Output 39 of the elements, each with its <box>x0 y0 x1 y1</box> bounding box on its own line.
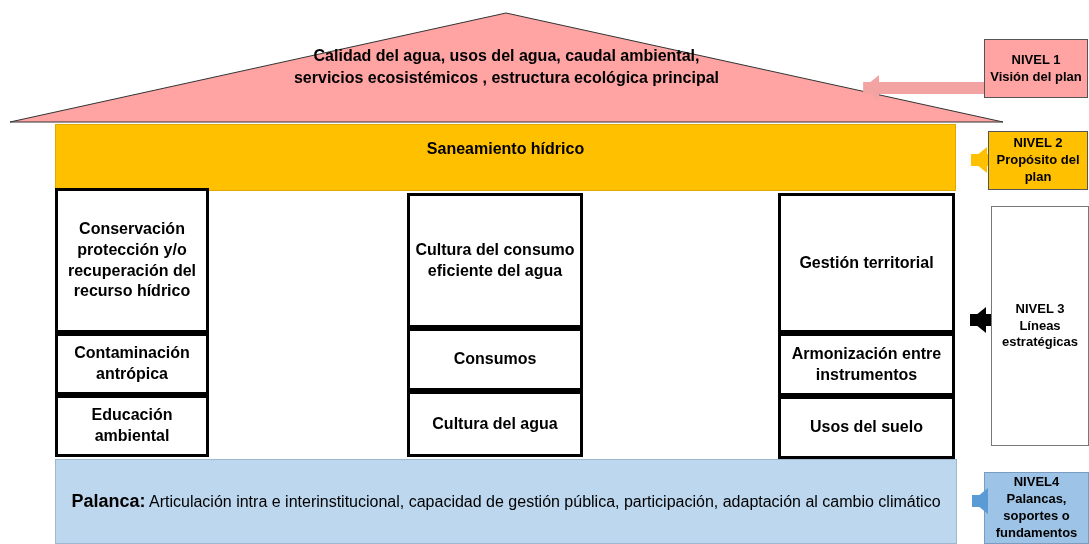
roof-text: Calidad del agua, usos del agua, caudal ambiental, servicios ecosistémicos , estructura ecológica principal <box>292 46 721 88</box>
level-box <box>988 131 1088 190</box>
pillar-box <box>55 188 209 333</box>
pillar-box <box>778 193 955 333</box>
node-title: Educación ambiental <box>90 405 174 446</box>
node-title: NIVEL 1 <box>1011 51 1061 69</box>
arrow <box>972 488 988 514</box>
node-title: Cultura del agua <box>432 413 558 434</box>
node-title: Gestión territorial <box>799 252 934 273</box>
pillar-box <box>778 333 955 396</box>
node-subtitle: Palancas, soportes o fundamentos <box>994 491 1079 542</box>
node-subtitle: Líneas estratégicas <box>1001 317 1079 352</box>
pillar-box <box>407 391 583 457</box>
node-title: Armonización entre instrumentos <box>790 343 943 385</box>
node-subtitle: Propósito del plan <box>995 152 1081 186</box>
level-box <box>984 39 1088 98</box>
pillar-box <box>407 193 583 328</box>
pillar-box <box>55 333 209 395</box>
node-title: Usos del suelo <box>810 417 923 438</box>
pillar-box <box>778 396 955 459</box>
node-title: NIVEL 2 <box>1013 135 1063 153</box>
pillar-box <box>407 328 583 391</box>
node-title: Consumos <box>453 349 537 370</box>
beam-box <box>55 124 956 191</box>
node-subtitle: Visión del plan <box>990 68 1082 86</box>
foundation-text: Palanca: Articulación intra e interinstitucional, capacidad de gestión pública, participación, adaptación al cambio climático <box>71 490 941 514</box>
arrow <box>971 147 988 173</box>
foundation-box <box>55 459 957 544</box>
node-title: Saneamiento hídrico <box>426 139 585 159</box>
level-box <box>984 472 1089 544</box>
node-title: Conservación protección y/o recuperación del recurso hídrico <box>66 218 197 302</box>
node-title: NIVEL4 <box>1013 474 1060 492</box>
node-title: Cultura del consumo eficiente del agua <box>414 239 576 281</box>
node-title: NIVEL 3 <box>1015 300 1065 318</box>
arrow <box>970 307 991 333</box>
arrow <box>863 75 984 101</box>
level-box <box>991 206 1089 446</box>
pillar-box <box>55 395 209 457</box>
node-title: Contaminación antrópica <box>73 343 191 384</box>
